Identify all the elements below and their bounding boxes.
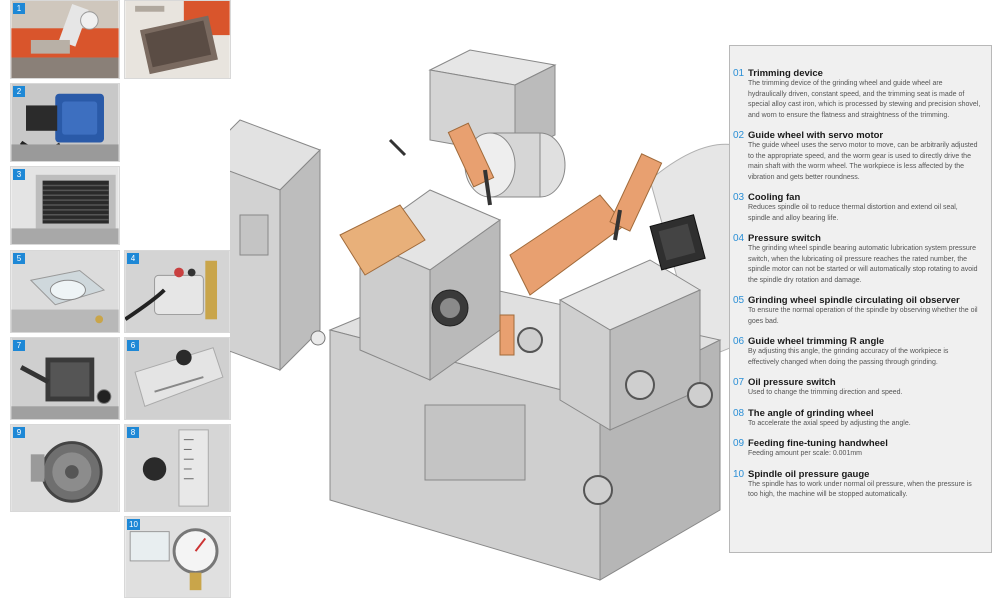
oil-pressure-switch-photo <box>11 338 119 419</box>
thumbnail-handwheel: 9 <box>10 424 120 512</box>
thumbnail-badge: 7 <box>13 340 25 351</box>
thumbnail-servo-motor: 2 <box>10 83 120 162</box>
feature-title: Grinding wheel spindle circulating oil o… <box>748 295 960 306</box>
thumbnail-badge: 2 <box>13 86 25 97</box>
feature-title: Spindle oil pressure gauge <box>748 468 870 480</box>
thumbnail-oil-observer: 5 <box>10 250 120 333</box>
centerless-grinder-drawing <box>230 49 740 581</box>
feature-description: By adjusting this angle, the grinding ac… <box>748 348 949 366</box>
feature-title: Pressure switch <box>748 233 821 244</box>
thumbnail-trimming-device: 1 <box>10 0 120 79</box>
feature-number: 06 <box>733 336 745 347</box>
feature-description: Reduces spindle oil to reduce thermal di… <box>748 204 958 222</box>
feature-title: Oil pressure switch <box>748 377 836 388</box>
trimming-device-photo <box>11 1 119 78</box>
feature-title: The angle of grinding wheel <box>748 407 874 419</box>
feature-number: 08 <box>733 407 745 419</box>
oil-observer-photo <box>11 251 119 332</box>
feature-title: Guide wheel trimming R angle <box>748 336 885 347</box>
pressure-gauge-photo <box>125 517 230 597</box>
feature-number: 07 <box>733 377 745 388</box>
trimming-seat-photo <box>125 1 230 78</box>
feature-description: To ensure the normal operation of the sp… <box>748 307 978 325</box>
feature-description: The guide wheel uses the servo motor to … <box>748 142 978 181</box>
feature-number: 10 <box>733 468 745 480</box>
feature-number: 02 <box>733 130 745 141</box>
thumbnail-badge: 5 <box>13 253 25 264</box>
feature-number: 05 <box>733 295 745 306</box>
thumbnail-badge: 10 <box>127 519 140 530</box>
feature-title: Cooling fan <box>748 192 801 203</box>
cooling-fan-photo <box>11 167 119 244</box>
feature-title: Guide wheel with servo motor <box>748 130 884 141</box>
r-angle-photo <box>125 338 230 419</box>
servo-motor-photo <box>11 84 119 161</box>
thumbnail-cooling-fan: 3 <box>10 166 120 245</box>
feature-description: The trimming device of the grinding whee… <box>748 80 981 119</box>
thumbnail-badge: 9 <box>13 427 25 438</box>
thumbnail-badge: 8 <box>127 427 139 438</box>
thumbnail-r-angle: 6 <box>124 337 231 420</box>
grinder-illustration <box>230 40 740 590</box>
feature-number: 09 <box>733 438 745 449</box>
thumbnail-trimming-seat <box>124 0 231 79</box>
thumbnail-grinding-angle: 8 <box>124 424 231 512</box>
thumbnail-badge: 1 <box>13 3 25 14</box>
feature-number: 03 <box>733 192 745 203</box>
feature-description: Used to change the trimming direction an… <box>748 389 903 396</box>
feature-number: 01 <box>733 68 745 79</box>
feature-description: To accelerate the axial speed by adjusti… <box>748 419 911 427</box>
feature-title: Trimming device <box>748 68 823 79</box>
handwheel-photo <box>11 425 119 511</box>
feature-number: 04 <box>733 233 745 244</box>
thumbnail-badge: 6 <box>127 340 139 351</box>
thumbnail-pressure-gauge: 10 <box>124 516 231 598</box>
thumbnail-oil-pressure-switch: 7 <box>10 337 120 420</box>
thumbnail-badge: 4 <box>127 253 139 264</box>
feature-description: Feeding amount per scale: 0.001mm <box>748 450 863 457</box>
grinding-angle-photo <box>125 425 230 511</box>
pressure-switch-photo <box>125 251 230 332</box>
thumbnail-pressure-switch: 4 <box>124 250 231 333</box>
feature-title: Feeding fine-tuning handwheel <box>748 438 888 449</box>
feature-description: The grinding wheel spindle bearing autom… <box>748 245 978 284</box>
feature-description: The spindle has to work under normal oil… <box>748 480 972 499</box>
thumbnail-badge: 3 <box>13 169 25 180</box>
